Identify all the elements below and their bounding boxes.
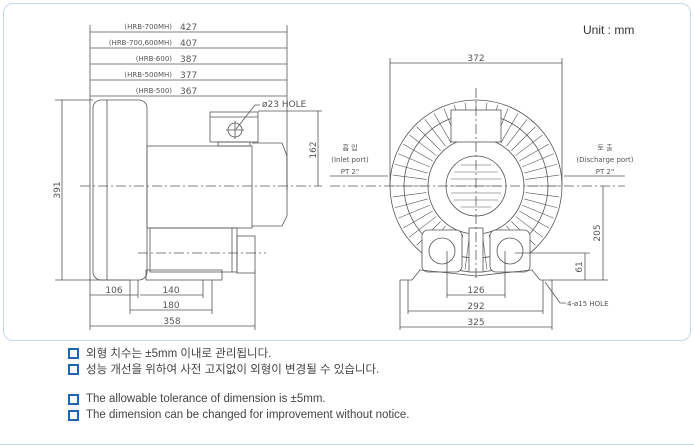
cooling-fin bbox=[409, 216, 437, 238]
note-item: The dimension can be changed for improve… bbox=[68, 407, 409, 423]
cooling-fin bbox=[394, 163, 428, 174]
blower-front-view bbox=[330, 88, 625, 281]
inlet-size: PT 2" bbox=[341, 168, 359, 176]
length-dims: (HRB-700MH) 427 (HRB-700,600MH) 407 (HRB… bbox=[89, 23, 288, 330]
cooling-fin bbox=[398, 204, 430, 219]
cooling-fin bbox=[525, 192, 560, 198]
cooling-fin bbox=[522, 204, 554, 219]
bullet-icon bbox=[68, 393, 79, 405]
dim-value: 367 bbox=[180, 87, 197, 97]
discharge-ko: 토 출 bbox=[597, 143, 613, 152]
height-dim: 391 bbox=[53, 181, 63, 198]
cooling-fin bbox=[394, 198, 428, 209]
cooling-fin bbox=[416, 126, 441, 151]
width-dim: 372 bbox=[467, 54, 484, 64]
inlet-ko: 흡 입 bbox=[342, 143, 357, 152]
cooling-fin bbox=[424, 119, 446, 147]
note-item: The allowable tolerance of dimension is … bbox=[68, 391, 409, 407]
note-item: 성능 개선을 위하여 사전 고지없이 외형이 변경될 수 있습니다. bbox=[68, 361, 409, 377]
side-bottom-dims: 106 140 180 358 bbox=[90, 270, 256, 330]
port-height-dim: 61 bbox=[575, 261, 585, 272]
cooling-fin bbox=[392, 192, 427, 198]
foot-hole-label: 4-ø15 HOLE bbox=[567, 300, 609, 308]
hole-label: ø23 HOLE bbox=[262, 100, 307, 110]
note-text: 성능 개선을 위하여 사전 고지없이 외형이 변경될 수 있습니다. bbox=[86, 364, 380, 376]
dim-value: 377 bbox=[180, 71, 197, 81]
cooling-fin bbox=[522, 153, 554, 168]
cooling-fin bbox=[506, 119, 528, 147]
dim-358: 358 bbox=[163, 317, 180, 327]
dim-model: (HRB-500) bbox=[136, 87, 173, 95]
bullet-icon bbox=[68, 409, 79, 421]
note-text: The dimension can be changed for improve… bbox=[86, 409, 410, 421]
dim-126: 126 bbox=[467, 286, 484, 296]
cooling-fin bbox=[519, 210, 549, 229]
bullet-icon bbox=[68, 347, 79, 359]
dim-model: (HRB-500MH) bbox=[124, 71, 172, 79]
dim-106: 106 bbox=[105, 286, 122, 296]
notes: 외형 치수는 ±5mm 이내로 관리됩니다. 성능 개선을 위하여 사전 고지없… bbox=[68, 345, 409, 423]
discharge-en: (Discharge port) bbox=[576, 156, 633, 164]
dim-model: (HRB-700MH) bbox=[124, 23, 172, 31]
cooling-fin bbox=[519, 143, 549, 162]
dim-value: 427 bbox=[180, 23, 197, 33]
blower-side-view bbox=[80, 99, 322, 281]
divider bbox=[0, 444, 694, 445]
note-text: 외형 치수는 ±5mm 이내로 관리됩니다. bbox=[86, 348, 272, 360]
dim-value: 407 bbox=[180, 39, 197, 49]
dimension-drawing: (HRB-700MH) 427 (HRB-700,600MH) 407 (HRB… bbox=[53, 23, 634, 330]
cooling-fin bbox=[525, 174, 560, 180]
center-height-dim: 205 bbox=[593, 224, 603, 241]
bullet-icon bbox=[68, 363, 79, 375]
inlet-en: (Inlet port) bbox=[331, 156, 369, 164]
cooling-fin bbox=[433, 113, 452, 143]
unit-label: Unit : mm bbox=[583, 23, 635, 37]
dim-model: (HRB-600) bbox=[136, 55, 173, 63]
cooling-fin bbox=[398, 153, 430, 168]
note-text: The allowable tolerance of dimension is … bbox=[86, 393, 326, 405]
cooling-fin bbox=[515, 216, 543, 238]
cooling-fin bbox=[500, 113, 519, 143]
cooling-fin bbox=[511, 126, 536, 151]
terminal-height-dim: 162 bbox=[309, 141, 319, 158]
dim-model: (HRB-700,600MH) bbox=[109, 39, 172, 47]
cooling-fin bbox=[403, 210, 433, 229]
cooling-fin bbox=[524, 163, 558, 174]
dim-value: 387 bbox=[180, 55, 197, 65]
dim-180: 180 bbox=[162, 301, 179, 311]
discharge-size: PT 2" bbox=[596, 168, 614, 176]
cooling-fin bbox=[392, 174, 427, 180]
cooling-fin bbox=[515, 134, 543, 156]
note-item: 외형 치수는 ±5mm 이내로 관리됩니다. bbox=[68, 345, 409, 361]
cooling-fin bbox=[403, 143, 433, 162]
dim-140: 140 bbox=[162, 286, 179, 296]
dim-325: 325 bbox=[467, 318, 484, 328]
dim-292: 292 bbox=[467, 302, 484, 312]
drawing-panel bbox=[3, 3, 691, 341]
cooling-fin bbox=[524, 198, 558, 209]
cooling-fin bbox=[409, 134, 437, 156]
